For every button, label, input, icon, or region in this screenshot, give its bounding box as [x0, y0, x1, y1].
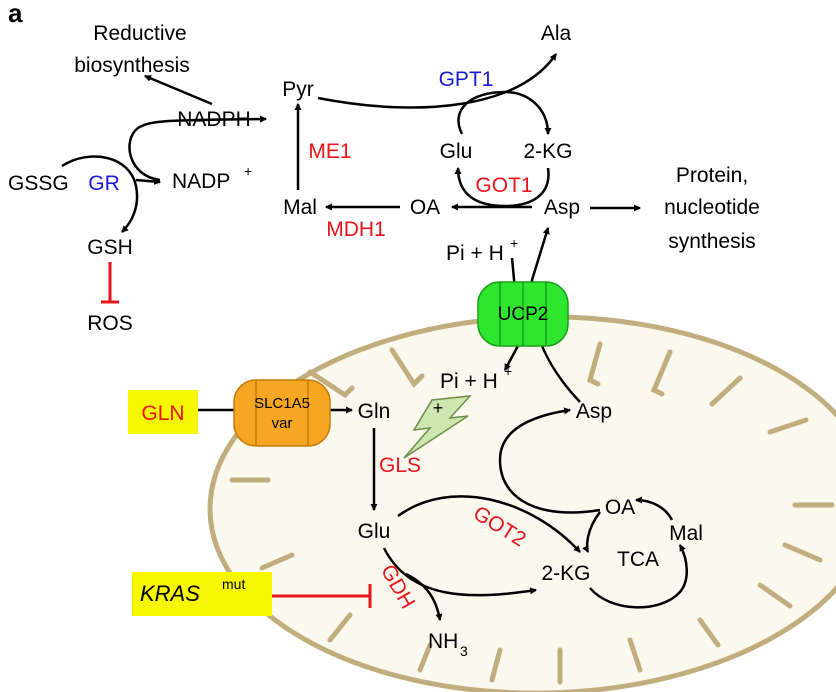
arrow-oa-to-akg: [582, 511, 601, 553]
mal-cyto-label: Mal: [283, 196, 317, 219]
mdh1-label: MDH1: [326, 218, 386, 241]
akg-cyto-label: 2-KG: [523, 140, 572, 163]
slc1a5-label: SLC1A5: [254, 395, 310, 412]
arrow-gr-to-nadp: [135, 178, 162, 185]
nh3-sub: 3: [460, 643, 468, 659]
ros-label: ROS: [87, 312, 133, 335]
ucp2-label: UCP2: [498, 304, 549, 325]
gr-label: GR: [88, 172, 120, 195]
ala-label: Ala: [541, 22, 572, 45]
arrow-nadph-to-biosynthesis: [144, 74, 213, 106]
mito-cristae: [229, 341, 835, 685]
protein-label: Protein,: [676, 164, 748, 187]
gln-box: GLN: [128, 390, 198, 434]
inhibition-lines: [101, 262, 372, 608]
gls-label: GLS: [379, 454, 421, 477]
pih-mito-sup: +: [504, 363, 512, 379]
nadp-label: NADP: [172, 170, 230, 193]
synthesis-label: synthesis: [668, 230, 756, 253]
nadp-sup: +: [244, 163, 252, 179]
panel-label: a: [8, 0, 23, 28]
arrow-gdh-to-nh3: [405, 572, 443, 622]
oa-mito-label: OA: [605, 496, 635, 519]
kras-box: KRAS mut: [132, 572, 272, 616]
kras-sup: mut: [222, 576, 245, 592]
arrow-glu-to-akg-got2: [397, 495, 581, 553]
nucleotide-label: nucleotide: [664, 196, 760, 219]
asp-mito-label: Asp: [576, 400, 612, 423]
gln-mito-label: Gln: [358, 400, 391, 423]
arrow-mal-to-oa: [634, 496, 674, 521]
slc1a5-transporter: SLC1A5 var: [233, 379, 331, 447]
ucp2-transporter: UCP2: [477, 281, 569, 347]
me1-label: ME1: [308, 140, 351, 163]
kras-label: KRAS: [140, 581, 200, 606]
arrow-glu-to-akg-gdh: [382, 547, 538, 597]
reaction-arrows: [61, 53, 688, 622]
asp-cyto-label: Asp: [544, 196, 580, 219]
oa-cyto-label: OA: [410, 196, 440, 219]
arrow-gpt1-cycle: [457, 90, 552, 136]
arrow-nadp-to-nadph: [128, 115, 268, 182]
plus-sign: +: [433, 398, 444, 418]
gsh-label: GSH: [87, 236, 133, 259]
gln-box-label: GLN: [141, 402, 184, 425]
arrow-pyr-to-ala: [317, 53, 558, 109]
biosynthesis-label: biosynthesis: [74, 54, 190, 77]
gpt1-label: GPT1: [439, 68, 494, 91]
slc1a5-var-label: var: [272, 415, 293, 432]
pih-top-label: Pi + H: [446, 242, 504, 265]
mal-mito-label: Mal: [669, 522, 703, 545]
got1-label: GOT1: [475, 174, 532, 197]
nh3-label: NH: [428, 630, 458, 653]
arrow-got1-cycle: [454, 166, 550, 208]
pih-mito-label: Pi + H: [440, 370, 498, 393]
akg-mito-label: 2-KG: [541, 562, 590, 585]
pyr-label: Pyr: [282, 78, 314, 101]
metabolite-labels: a Reductive biosynthesis Ala Pyr NADPH N…: [8, 0, 760, 659]
nadph-label: NADPH: [177, 108, 251, 131]
glu-mito-label: Glu: [358, 520, 391, 543]
glu-cyto-label: Glu: [440, 140, 473, 163]
gssg-label: GSSG: [8, 172, 69, 195]
arrow-gssg-to-gsh: [61, 155, 139, 233]
reductive-label: Reductive: [93, 22, 186, 45]
pih-top-sup: +: [510, 235, 518, 251]
arrow-tca-akg-to-mal: [589, 544, 688, 609]
lightning-bolt-icon: +: [403, 395, 472, 459]
tca-label: TCA: [617, 548, 659, 571]
arrow-oa-to-asp-mito: [498, 407, 601, 514]
